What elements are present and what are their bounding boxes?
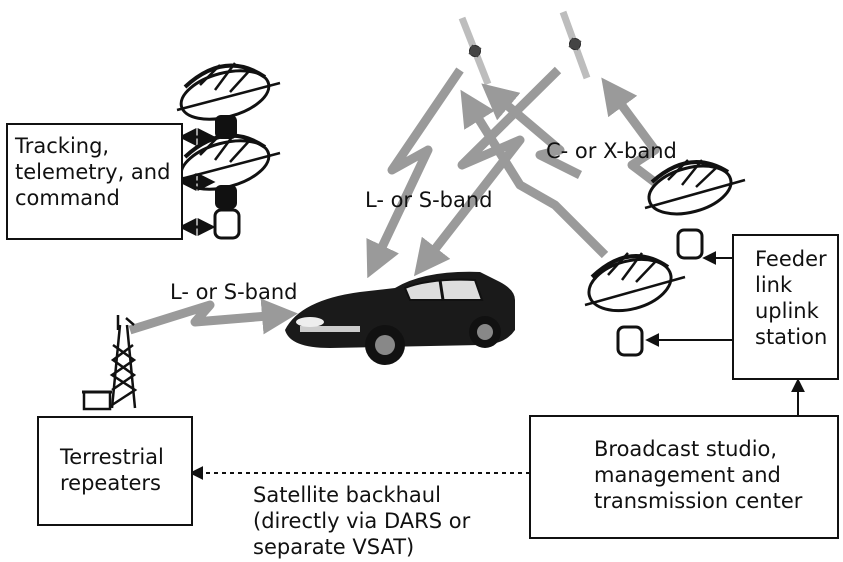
satellite-right-icon [559, 10, 591, 80]
sat-downlink-band-label: L- or S-band [365, 188, 493, 212]
ttc-dish-antenna-icon [176, 62, 281, 240]
satellite-left-icon [458, 16, 492, 86]
feeder-box [732, 234, 839, 380]
car-icon [285, 271, 515, 365]
ttc-label: Tracking, telemetry, and command [15, 134, 171, 210]
uplink-arrow-to-left-sat [460, 89, 609, 259]
ttc-box [6, 123, 183, 240]
studio-box [529, 415, 839, 539]
cross-link-arrow [481, 83, 583, 180]
downlink-arrow-1 [366, 67, 464, 279]
terrestrial-box [37, 416, 193, 526]
uplink-arrow-to-right-sat [601, 77, 668, 194]
terrestrial-link-band-label: L- or S-band [170, 280, 298, 304]
feeder-connectors [189, 251, 805, 480]
repeater-tower-icon [82, 315, 138, 411]
feeder-dish-antenna-icon [584, 159, 746, 357]
satellite-backhaul-label: Satellite backhaul (directly via DARS or… [253, 483, 471, 559]
feeder-label: Feeder link uplink station [755, 247, 828, 349]
terrestrial-link-arrow [128, 298, 298, 335]
studio-label: Broadcast studio, management and transmi… [594, 437, 803, 513]
feeder-band-label: C- or X-band [546, 139, 677, 163]
ttc-connectors [178, 128, 216, 236]
satellite-downlink-arrows [128, 66, 668, 335]
terrestrial-label: Terrestrial repeaters [60, 445, 164, 495]
